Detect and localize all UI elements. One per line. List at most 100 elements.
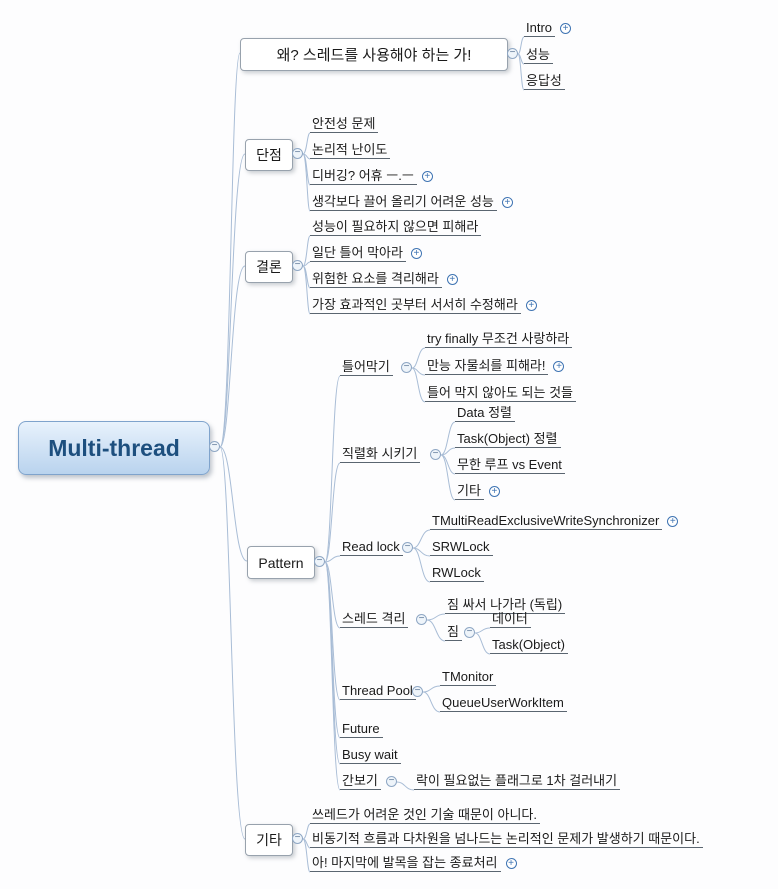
node-pack-and-leave[interactable]: 짐 싸서 나가라 (독립) [445,597,566,614]
node-tmultiread[interactable]: TMultiReadExclusiveWriteSynchronizer + [430,513,679,530]
expand-icon[interactable]: + [488,486,500,497]
node-responsiveness[interactable]: 응답성 [524,73,565,90]
node-task-object-align-label: Task(Object) 정렬 [455,431,561,448]
node-lock-free-flag-filter[interactable]: 락이 필요없는 플래그로 1차 걸러내기 [414,773,621,790]
node-data-label: 데이터 [490,611,531,628]
node-thread-pool-collapse-icon[interactable]: − [412,686,423,697]
branch-conclusion[interactable]: 결론 [245,251,293,283]
node-try-finally[interactable]: try finally 무조건 사랑하라 [425,331,573,348]
branch-why-collapse-icon[interactable]: − [507,48,518,59]
node-hard-to-improve-performance-label: 생각보다 끌어 올리기 어려운 성능 [310,194,497,211]
node-logical-problem[interactable]: 비동기적 흐름과 다차원을 넘나드는 논리적인 문제가 발생하기 때문이다. [310,831,703,848]
node-data-align-label: Data 정렬 [455,405,515,422]
node-logical-problem-label: 비동기적 흐름과 다차원을 넘나드는 논리적인 문제가 발생하기 때문이다. [310,831,703,848]
node-blocking-label: 틀어막기 [340,359,393,376]
branch-etc[interactable]: 기타 [245,824,293,856]
node-srwlock-label: SRWLock [430,539,493,556]
node-tmultiread-label: TMultiReadExclusiveWriteSynchronizer [430,513,663,530]
node-future[interactable]: Future [340,721,383,738]
node-thread-isolation-collapse-icon[interactable]: − [416,614,427,625]
node-queueuserworkitem[interactable]: QueueUserWorkItem [440,695,567,712]
node-thread-pool-label: Thread Pool [340,683,416,700]
node-block-first[interactable]: 일단 틀어 막아라+ [310,245,422,262]
branch-pattern[interactable]: Pattern [247,546,315,579]
node-not-tech-problem[interactable]: 쓰레드가 어려운 것인 기술 때문이 아니다. [310,807,540,824]
node-data-align[interactable]: Data 정렬 [455,405,515,422]
expand-icon[interactable]: + [560,23,572,34]
node-intro-label: Intro [524,20,556,37]
branch-drawbacks[interactable]: 단점 [245,139,293,171]
node-performance-label: 성능 [524,47,553,64]
node-intro[interactable]: Intro + [524,20,572,37]
expand-icon[interactable]: + [421,171,433,182]
node-busy-wait[interactable]: Busy wait [340,747,401,764]
branch-conclusion-collapse-icon[interactable]: − [292,260,303,271]
branch-etc-collapse-icon[interactable]: − [292,833,303,844]
node-avoid-if-not-needed[interactable]: 성능이 필요하지 않으면 피해라 [310,219,482,236]
node-tmonitor-label: TMonitor [440,669,497,686]
node-loop-vs-event[interactable]: 무한 루프 vs Event [455,457,565,474]
node-testing-waters[interactable]: 간보기 [340,773,381,790]
root-topic[interactable]: Multi-thread [18,421,210,475]
node-logical-difficulty[interactable]: 논리적 난이도 [310,142,391,159]
node-luggage-collapse-icon[interactable]: − [464,627,475,638]
branch-drawbacks-collapse-icon[interactable]: − [292,148,303,159]
branch-why-use-threads[interactable]: 왜? 스레드를 사용해야 하는 가! [240,38,508,71]
node-serialize-etc-label: 기타 [455,483,484,500]
branch-pattern-label: Pattern [258,554,304,571]
expand-icon[interactable]: + [525,300,537,311]
node-pack-and-leave-label: 짐 싸서 나가라 (독립) [445,597,566,614]
node-fix-gradually[interactable]: 가장 효과적인 곳부터 서서히 수정해라 + [310,297,537,314]
expand-icon[interactable]: + [410,248,422,259]
node-blocking[interactable]: 틀어막기 [340,359,393,376]
branch-drawbacks-label: 단점 [256,147,282,163]
node-avoid-master-lock[interactable]: 만능 자물쇠를 피해라! + [425,358,565,375]
node-hard-to-improve-performance[interactable]: 생각보다 끌어 올리기 어려운 성능 + [310,194,513,211]
node-read-lock-collapse-icon[interactable]: − [402,542,413,553]
branch-why-use-threads-label: 왜? 스레드를 사용해야 하는 가! [276,47,472,64]
branch-conclusion-label: 결론 [256,259,282,275]
node-shutdown-handling[interactable]: 아! 마지막에 발목을 잡는 종료처리+ [310,855,517,872]
node-no-block-needed-label: 틀어 막지 않아도 되는 것들 [425,385,577,402]
node-no-block-needed[interactable]: 틀어 막지 않아도 되는 것들 [425,385,577,402]
node-isolate-dangerous-label: 위험한 요소를 격리해라 [310,271,442,288]
node-isolate-dangerous[interactable]: 위험한 요소를 격리해라 + [310,271,458,288]
node-loop-vs-event-label: 무한 루프 vs Event [455,457,565,474]
node-rwlock[interactable]: RWLock [430,565,484,582]
node-safety-problem-label: 안전성 문제 [310,116,379,133]
node-fix-gradually-label: 가장 효과적인 곳부터 서서히 수정해라 [310,297,521,314]
node-thread-pool[interactable]: Thread Pool [340,683,416,700]
expand-icon[interactable]: + [553,361,565,372]
node-avoid-master-lock-label: 만능 자물쇠를 피해라! [425,358,549,375]
node-rwlock-label: RWLock [430,565,484,582]
node-luggage[interactable]: 짐 [445,624,462,641]
node-task-object[interactable]: Task(Object) [490,637,568,654]
node-safety-problem[interactable]: 안전성 문제 [310,116,379,133]
node-serialize-collapse-icon[interactable]: − [430,449,441,460]
expand-icon[interactable]: + [446,274,458,285]
node-data[interactable]: 데이터 [490,611,531,628]
root-topic-label: Multi-thread [48,434,180,461]
node-thread-isolation[interactable]: 스레드 격리 [340,611,409,628]
branch-pattern-collapse-icon[interactable]: − [314,556,325,567]
node-serialize-etc[interactable]: 기타 + [455,483,500,500]
node-blocking-collapse-icon[interactable]: − [401,362,412,373]
node-try-finally-label: try finally 무조건 사랑하라 [425,331,573,348]
expand-icon[interactable]: + [501,197,513,208]
node-debugging[interactable]: 디버깅? 어휴 ㅡ.ㅡ + [310,168,433,185]
root-collapse-icon[interactable]: − [209,441,220,452]
node-serialize[interactable]: 직렬화 시키기 [340,446,421,463]
node-not-tech-problem-label: 쓰레드가 어려운 것인 기술 때문이 아니다. [310,807,540,824]
node-read-lock[interactable]: Read lock [340,539,403,556]
node-performance[interactable]: 성능 [524,47,553,64]
node-serialize-label: 직렬화 시키기 [340,446,421,463]
node-srwlock[interactable]: SRWLock [430,539,493,556]
node-tmonitor[interactable]: TMonitor [440,669,497,686]
expand-icon[interactable]: + [505,858,517,869]
expand-icon[interactable]: + [667,516,679,527]
node-task-object-align[interactable]: Task(Object) 정렬 [455,431,561,448]
node-testing-waters-collapse-icon[interactable]: − [386,776,397,787]
node-thread-isolation-label: 스레드 격리 [340,611,409,628]
node-debugging-label: 디버깅? 어휴 ㅡ.ㅡ [310,168,417,185]
